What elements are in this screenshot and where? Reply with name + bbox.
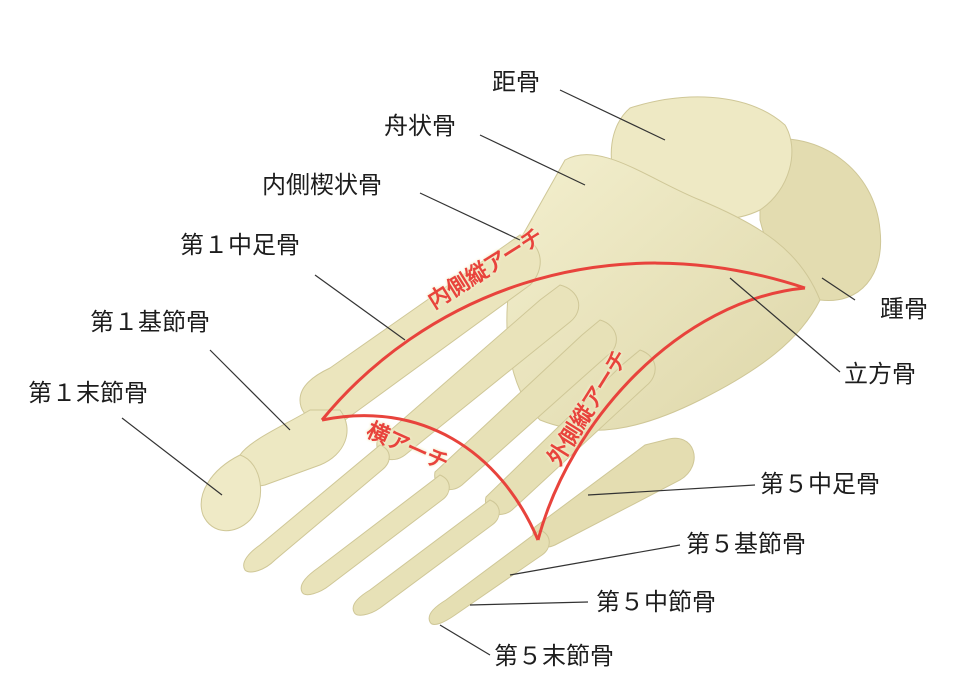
lateral-longitudinal-arch-curve xyxy=(536,286,806,541)
label-fifth-middle-phalanx: 第５中節骨 xyxy=(596,588,716,616)
leader-first-metatarsal xyxy=(314,274,406,341)
label-fifth-metatarsal: 第５中足骨 xyxy=(760,470,880,498)
label-talus: 距骨 xyxy=(492,68,540,96)
leader-fifth-proximal-phalanx xyxy=(509,544,681,576)
leader-navicular xyxy=(479,134,586,186)
transverse-arch-curve xyxy=(321,414,540,541)
label-fifth-distal-phalanx: 第５末節骨 xyxy=(494,642,614,670)
label-calcaneus: 踵骨 xyxy=(880,295,928,323)
label-first-distal-phalanx: 第１末節骨 xyxy=(28,379,148,407)
leader-fifth-distal-phalanx xyxy=(439,624,491,656)
leader-lines xyxy=(121,89,856,656)
fifth-toe-phalanges xyxy=(428,529,550,625)
third-toe-phalanges xyxy=(300,474,450,596)
leader-calcaneus xyxy=(821,277,856,301)
leader-talus xyxy=(559,89,666,141)
leader-cuboid xyxy=(729,277,841,373)
label-medial-cuneiform: 内側楔状骨 xyxy=(262,171,382,199)
leader-fifth-metatarsal xyxy=(587,484,756,496)
label-navicular: 舟状骨 xyxy=(384,112,456,140)
leader-first-proximal-phalanx xyxy=(209,349,291,431)
leader-medial-cuneiform xyxy=(419,192,521,241)
second-metatarsal-bone xyxy=(376,284,580,460)
third-metatarsal-bone xyxy=(434,319,617,490)
fourth-toe-phalanges xyxy=(352,499,500,616)
label-fifth-proximal-phalanx: 第５基節骨 xyxy=(686,530,806,558)
label-first-metatarsal: 第１中足骨 xyxy=(180,231,300,259)
first-distal-phalanx-bone xyxy=(200,454,262,532)
label-cuboid: 立方骨 xyxy=(844,360,916,388)
label-first-proximal-phalanx: 第１基節骨 xyxy=(90,308,210,336)
leader-first-distal-phalanx xyxy=(121,417,223,496)
medial-longitudinal-arch-curve xyxy=(320,261,806,421)
fourth-metatarsal-bone xyxy=(484,349,656,515)
leader-fifth-middle-phalanx xyxy=(469,601,589,606)
second-toe-phalanges xyxy=(243,444,390,573)
